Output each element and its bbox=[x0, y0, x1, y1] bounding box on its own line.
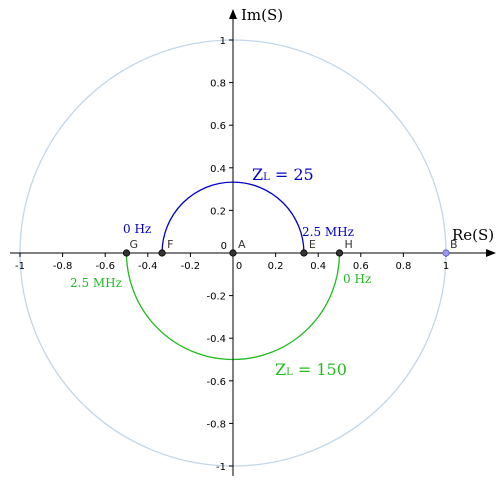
x-tick-label: 0.6 bbox=[353, 261, 369, 272]
x-tick-label: 0.8 bbox=[395, 261, 411, 272]
zl150-end-frequency-label: 2.5 MHz bbox=[70, 276, 122, 290]
y-tick-label: 0.2 bbox=[210, 206, 226, 217]
y-tick-label: -1 bbox=[216, 462, 226, 473]
x-axis-title: Re(S) bbox=[452, 226, 494, 244]
point-label-f: F bbox=[167, 238, 173, 251]
point-g bbox=[122, 249, 131, 257]
y-tick-label: 0.8 bbox=[210, 79, 226, 90]
zl25-end-frequency-label: 2.5 MHz bbox=[302, 225, 354, 239]
point-e bbox=[300, 249, 308, 257]
point-h bbox=[335, 249, 344, 257]
x-tick-label: -0.8 bbox=[53, 261, 73, 272]
y-axis-arrow-icon bbox=[229, 9, 237, 19]
x-tick-label: 0.4 bbox=[310, 261, 326, 272]
point-b bbox=[442, 249, 450, 257]
zl150-z-value: = 150 bbox=[293, 360, 347, 379]
y-tick-label: -0.6 bbox=[206, 377, 226, 388]
zl150-start-frequency-label: 0 Hz bbox=[343, 272, 371, 286]
y-axis-title: Im(S) bbox=[241, 6, 283, 24]
zl150-z-subscript: L bbox=[286, 367, 293, 378]
x-tick-label: -0.6 bbox=[95, 261, 115, 272]
y-tick-label: 0.6 bbox=[210, 121, 226, 132]
y-tick-label: -0.8 bbox=[206, 419, 226, 430]
zl150-impedance-label: ZL = 150 bbox=[275, 360, 347, 379]
point-label-h: H bbox=[345, 238, 353, 251]
x-tick-label: 0.2 bbox=[268, 261, 284, 272]
zl25-start-frequency-label: 0 Hz bbox=[123, 222, 151, 236]
x-tick-label: 1 bbox=[443, 261, 449, 272]
zl25-z-value: = 25 bbox=[270, 165, 314, 184]
y-tick-label: 0 bbox=[221, 241, 227, 252]
zl25-impedance-label: ZL = 25 bbox=[252, 165, 314, 184]
point-a bbox=[229, 249, 237, 257]
y-tick-label: 0.4 bbox=[210, 164, 226, 175]
x-axis-arrow-icon bbox=[486, 249, 496, 257]
y-tick-label: -0.4 bbox=[206, 334, 226, 345]
point-label-e: E bbox=[309, 238, 316, 251]
point-label-b: B bbox=[450, 238, 458, 251]
zl25-z-subscript: L bbox=[263, 172, 270, 183]
zl25-z-symbol: Z bbox=[252, 165, 263, 184]
y-tick-label: -0.2 bbox=[206, 292, 226, 303]
x-tick-label: -1 bbox=[15, 261, 25, 272]
x-tick-label: -0.2 bbox=[181, 261, 201, 272]
y-tick-label: 1 bbox=[220, 36, 226, 47]
x-tick-label: -0.4 bbox=[138, 261, 158, 272]
x-tick-label: 0 bbox=[236, 261, 242, 272]
point-label-a: A bbox=[238, 238, 246, 251]
zl150-z-symbol: Z bbox=[275, 360, 286, 379]
point-label-g: G bbox=[130, 238, 139, 251]
point-f bbox=[158, 249, 166, 257]
